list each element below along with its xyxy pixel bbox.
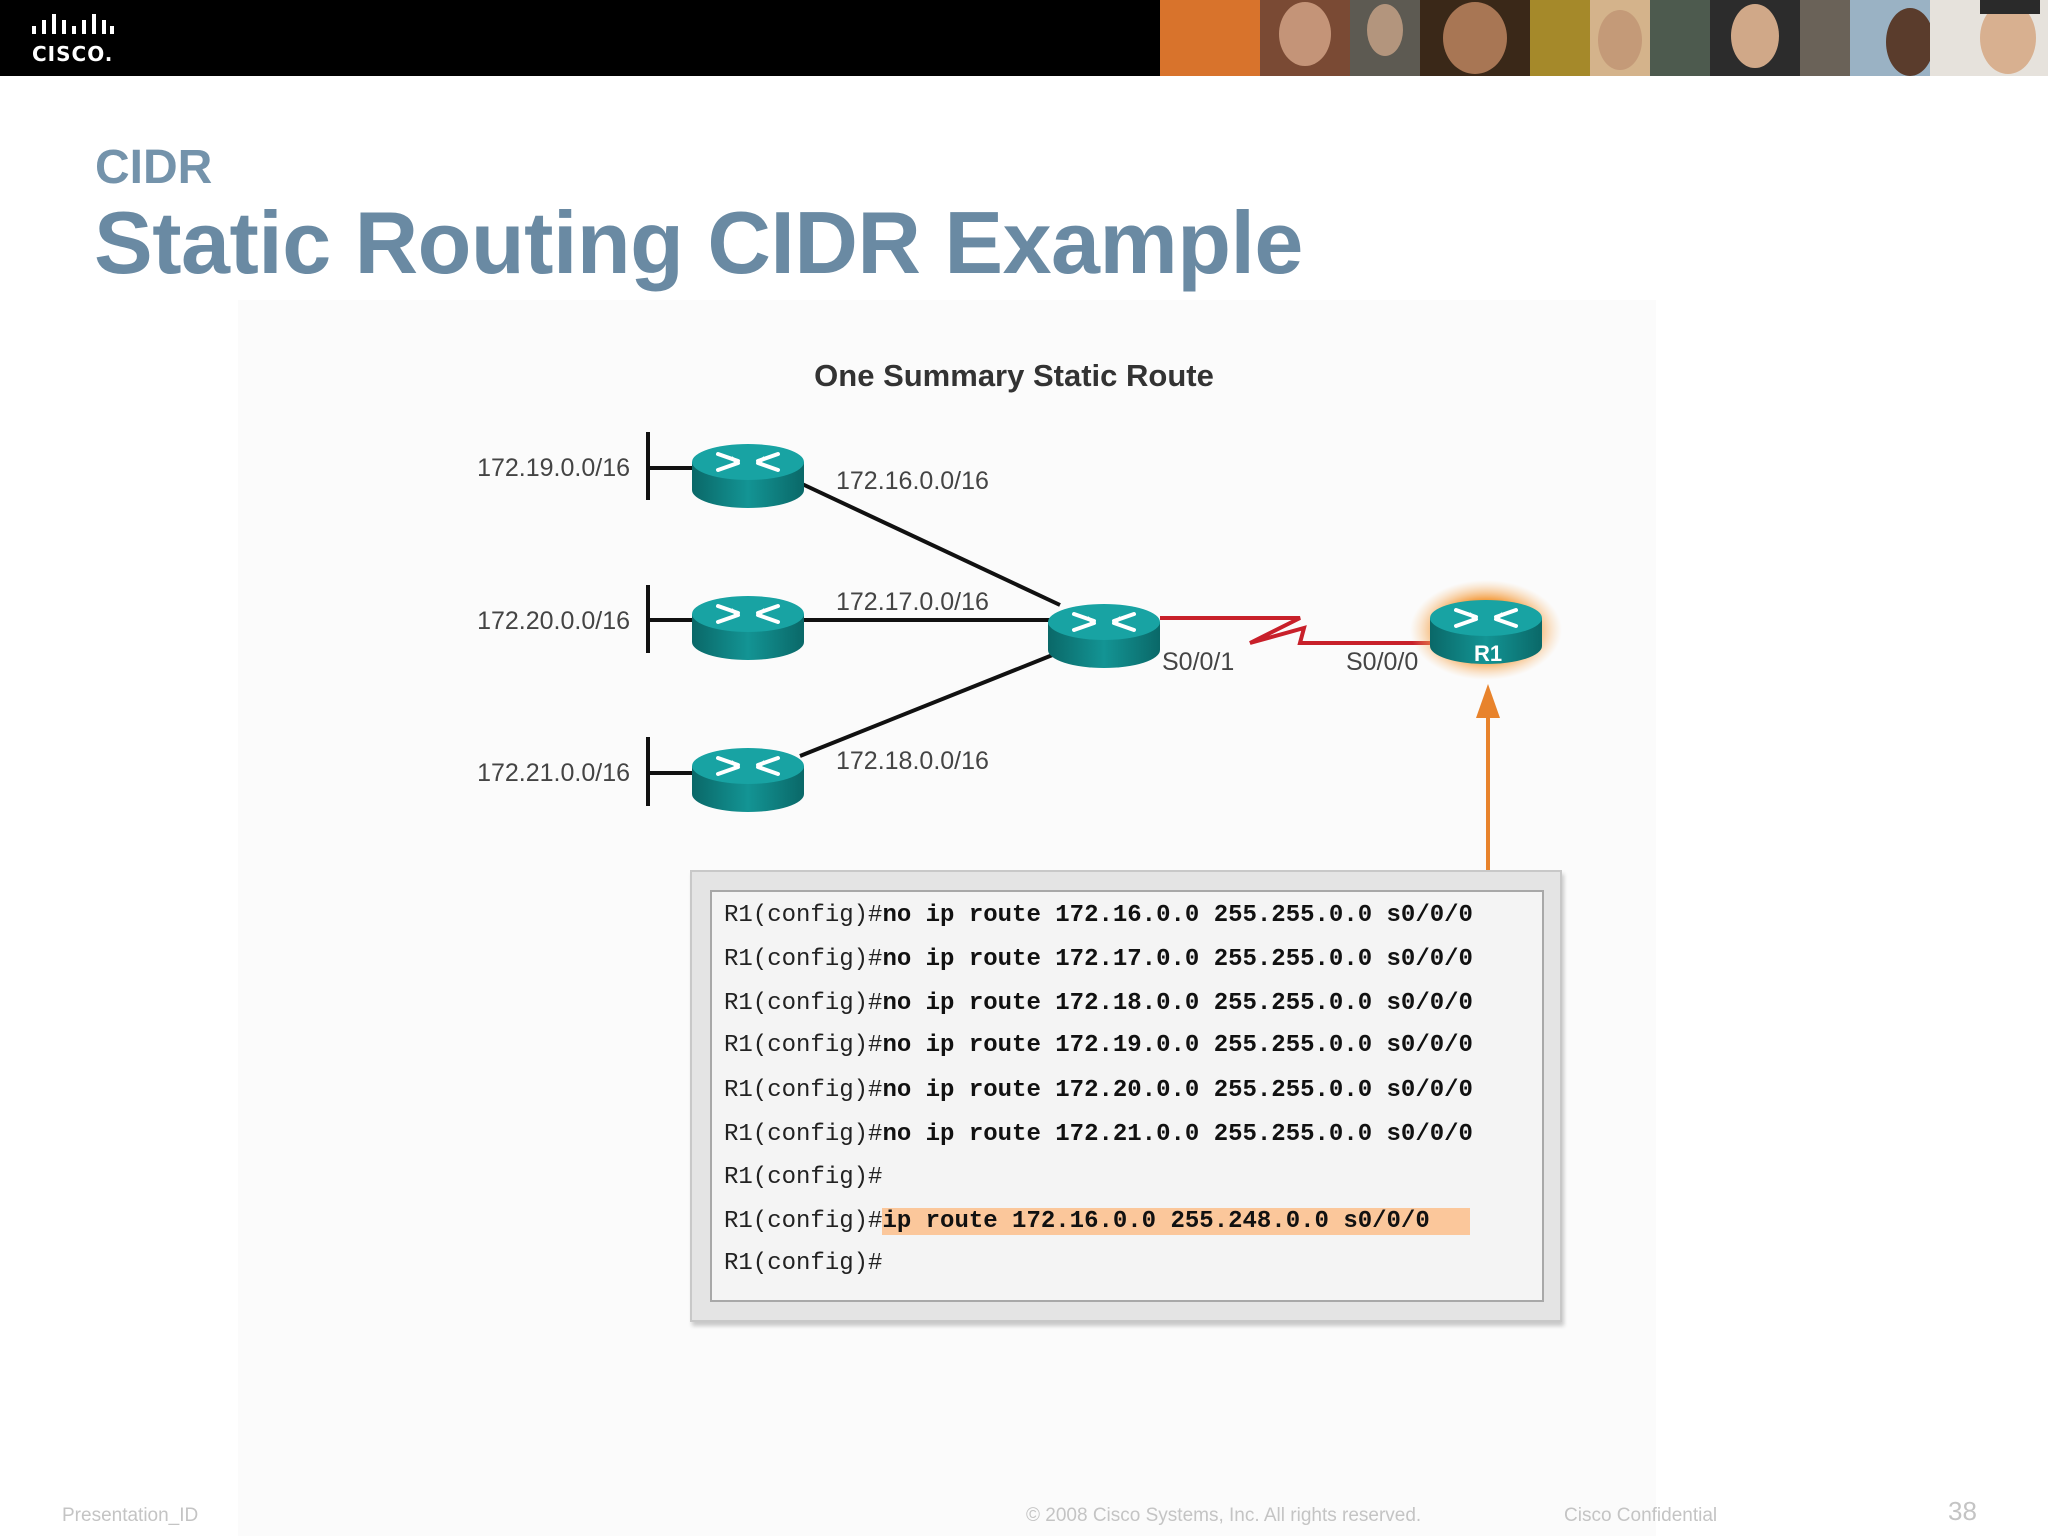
link-label-2: 172.17.0.0/16: [836, 588, 989, 616]
cli-line: R1(config)#no ip route 172.21.0.0 255.25…: [724, 1121, 1473, 1148]
cli-line: R1(config)#no ip route 172.19.0.0 255.25…: [724, 1032, 1473, 1059]
footer-copyright: © 2008 Cisco Systems, Inc. All rights re…: [1026, 1505, 1422, 1526]
footer-presentation-id: Presentation_ID: [62, 1505, 199, 1526]
r1-label: R1: [1474, 641, 1502, 666]
serial-link: [1160, 616, 1450, 645]
top-banner: CISCO.: [0, 0, 2048, 76]
ethernet-links: [799, 481, 1061, 758]
callout-arrow: [1476, 684, 1500, 870]
cisco-logo: CISCO.: [26, 14, 118, 66]
cli-line: R1(config)#no ip route 172.16.0.0 255.25…: [724, 902, 1473, 929]
serial-label-right: S0/0/0: [1346, 648, 1418, 676]
lan-stubs: [646, 432, 700, 806]
slide-subtitle: CIDR: [95, 141, 213, 194]
cli-line: R1(config)#: [724, 1250, 883, 1277]
diagram-title: One Summary Static Route: [814, 358, 1214, 393]
router-top: [690, 442, 806, 510]
serial-label-left: S0/0/1: [1162, 648, 1234, 676]
lan-label-3: 172.21.0.0/16: [477, 759, 630, 787]
lan-label-2: 172.20.0.0/16: [477, 607, 630, 635]
cli-output-box: R1(config)#no ip route 172.16.0.0 255.25…: [690, 870, 1562, 1322]
router-middle: [690, 594, 806, 662]
cli-line: R1(config)#: [724, 1164, 883, 1191]
link-label-1: 172.16.0.0/16: [836, 467, 989, 495]
cli-line: R1(config)#no ip route 172.17.0.0 255.25…: [724, 946, 1473, 973]
cli-line: R1(config)#no ip route 172.18.0.0 255.25…: [724, 990, 1473, 1017]
footer-confidential: Cisco Confidential: [1564, 1505, 1718, 1526]
photo-strip: [1160, 0, 2048, 76]
cli-line-highlighted: R1(config)#ip route 172.16.0.0 255.248.0…: [724, 1204, 1470, 1240]
cisco-bars-icon: [32, 14, 114, 34]
router-bottom: [690, 746, 806, 814]
router-central: [1046, 602, 1162, 670]
lan-label-1: 172.19.0.0/16: [477, 454, 630, 482]
page-number: 38: [1948, 1496, 1977, 1526]
slide-title: Static Routing CIDR Example: [94, 193, 1303, 292]
cli-line: R1(config)#no ip route 172.20.0.0 255.25…: [724, 1077, 1473, 1104]
logo-text: CISCO.: [32, 42, 114, 66]
link-label-3: 172.18.0.0/16: [836, 747, 989, 775]
cli-console: R1(config)#no ip route 172.16.0.0 255.25…: [710, 890, 1544, 1302]
